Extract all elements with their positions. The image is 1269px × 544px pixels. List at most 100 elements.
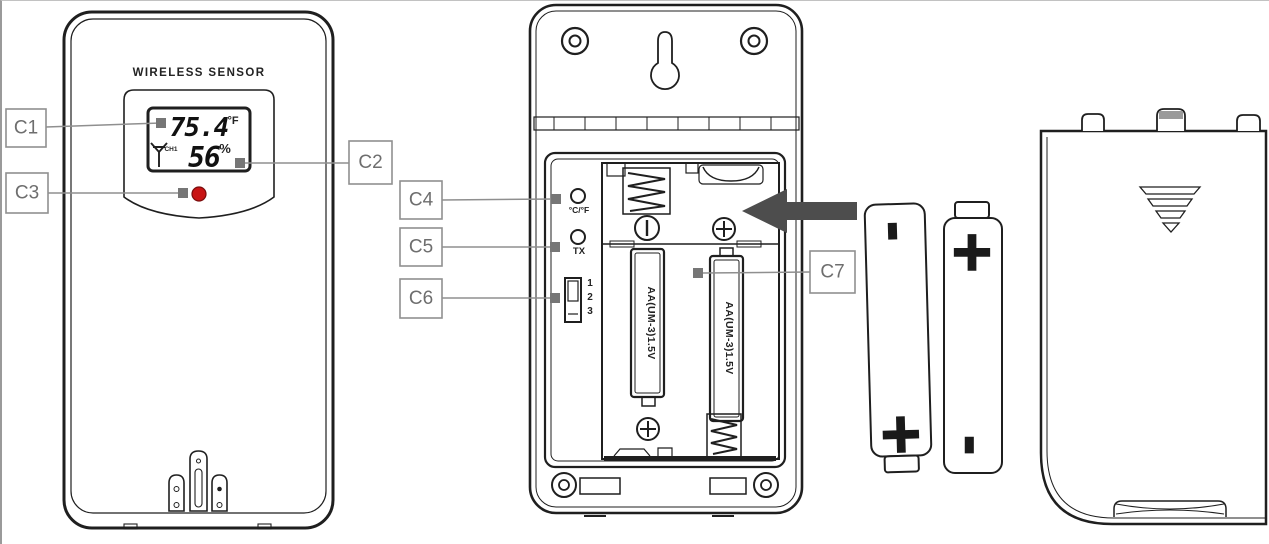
holder-step bbox=[613, 447, 673, 457]
battery2-top-polarity: + bbox=[949, 220, 994, 283]
callout-marker-c2 bbox=[235, 158, 245, 168]
callout-c2: C2 bbox=[348, 140, 393, 185]
case-screw-left-icon bbox=[551, 472, 577, 498]
prong-middle-slot bbox=[194, 468, 203, 508]
battery-cover bbox=[1039, 108, 1268, 526]
prong-middle bbox=[189, 450, 208, 512]
front-foot bbox=[257, 523, 272, 530]
ledge-band bbox=[533, 116, 800, 131]
cover-inner-edge bbox=[1046, 137, 1266, 519]
callout-marker-c1 bbox=[156, 118, 166, 128]
signal-antenna-icon bbox=[150, 142, 168, 167]
channel-label: CH1 bbox=[164, 146, 177, 153]
callout-c3: C3 bbox=[5, 172, 49, 214]
wall-mount-keyhole bbox=[650, 31, 680, 91]
back-device-outline bbox=[528, 3, 804, 515]
battery2-bottom-polarity: - bbox=[945, 435, 999, 454]
phillips-screw-icon bbox=[636, 417, 660, 441]
battery1-top-polarity: - bbox=[868, 221, 923, 242]
prong-right bbox=[211, 474, 228, 512]
callout-c1-label: C1 bbox=[14, 118, 38, 139]
cover-tab-shade bbox=[1159, 111, 1183, 119]
mount-screw-left-icon bbox=[560, 26, 590, 56]
callout-c5: C5 bbox=[399, 227, 443, 267]
battery-slot-right: AA(UM-3)1.5V bbox=[708, 247, 745, 423]
callout-c7: C7 bbox=[809, 250, 856, 294]
battery-recess bbox=[543, 151, 787, 469]
cover-outline bbox=[1039, 129, 1268, 526]
battery-slot-right-label: AA(UM-3)1.5V bbox=[723, 301, 735, 374]
cover-slide-arrow-icon bbox=[1138, 186, 1202, 233]
channel-switch-pos2: 2 bbox=[587, 292, 593, 303]
insert-arrow-icon bbox=[742, 189, 857, 233]
callout-line-c7 bbox=[702, 271, 811, 274]
display-bezel bbox=[123, 89, 275, 219]
holder-tab bbox=[736, 240, 762, 248]
cover-tab bbox=[1236, 114, 1261, 131]
slot-screw-icon bbox=[634, 215, 660, 241]
bottom-notch bbox=[709, 477, 747, 495]
case-screw-right-icon bbox=[753, 472, 779, 498]
battery-spring-top bbox=[622, 167, 671, 215]
humidity-unit: % bbox=[219, 141, 231, 156]
callout-c7-label: C7 bbox=[820, 262, 844, 283]
aa-battery-2: + - bbox=[943, 201, 1003, 474]
callout-c6-label: C6 bbox=[409, 288, 433, 309]
battery-slot-left-label: AA(UM-3)1.5V bbox=[645, 286, 657, 359]
temperature-reading: 75.4 bbox=[170, 113, 229, 143]
channel-switch-pos3: 3 bbox=[587, 306, 593, 317]
humidity-reading: 56 bbox=[188, 141, 220, 174]
prong-hole bbox=[217, 486, 222, 492]
wireless-sensor-title: WIRELESS SENSOR bbox=[133, 67, 266, 79]
callout-line-c4 bbox=[441, 198, 556, 201]
callout-c3-label: C3 bbox=[15, 183, 39, 204]
callout-marker-c4 bbox=[551, 194, 561, 204]
battery-terminal-nub bbox=[883, 454, 920, 474]
prong-left bbox=[168, 474, 185, 512]
callouts: C1 C2 C3 C4 C5 C6 C7 bbox=[5, 108, 856, 319]
cover-tab bbox=[1081, 113, 1105, 131]
tx-button bbox=[570, 229, 586, 245]
holder-bottom-band bbox=[604, 456, 776, 461]
battery-slot-nub bbox=[641, 396, 656, 407]
callout-marker-c5 bbox=[550, 242, 560, 252]
channel-switch-pos1: 1 bbox=[587, 278, 593, 289]
callout-line-c1 bbox=[45, 122, 162, 128]
aa-battery-1: - + bbox=[863, 202, 933, 474]
front-device-inner-outline bbox=[70, 18, 327, 514]
front-sensor-device: WIRELESS SENSOR 75.4 °F CH1 56 % bbox=[62, 10, 335, 530]
front-foot bbox=[123, 523, 138, 530]
mounting-prongs bbox=[168, 450, 228, 512]
prong-hole bbox=[173, 486, 180, 492]
holder-clip bbox=[606, 162, 626, 177]
callout-c5-label: C5 bbox=[409, 237, 433, 258]
battery-slot-left: AA(UM-3)1.5V bbox=[629, 247, 666, 407]
battery1-bottom-polarity: + bbox=[877, 401, 924, 465]
bottom-notch bbox=[579, 477, 621, 495]
callout-c6: C6 bbox=[399, 278, 443, 319]
tx-button-label: TX bbox=[573, 246, 586, 257]
cf-button bbox=[570, 188, 586, 204]
callout-c4: C4 bbox=[399, 180, 443, 220]
holder-tab bbox=[609, 240, 635, 248]
battery-terminal-nub bbox=[954, 201, 990, 219]
prong-hole bbox=[196, 458, 201, 464]
callout-c4-label: C4 bbox=[409, 190, 434, 211]
cf-button-label: °C/°F bbox=[569, 205, 590, 215]
led-indicator bbox=[191, 186, 207, 202]
front-device-outline bbox=[62, 10, 335, 530]
cover-grip bbox=[1113, 500, 1227, 517]
back-sensor-device: °C/°F TX 1 2 3 bbox=[528, 3, 804, 517]
back-device-inner-outline bbox=[535, 10, 797, 508]
channel-switch-knob bbox=[567, 280, 579, 302]
battery-body bbox=[943, 217, 1003, 474]
prong-hole bbox=[216, 502, 223, 508]
callout-marker-c3 bbox=[178, 188, 188, 198]
callout-c1: C1 bbox=[5, 108, 47, 148]
callout-marker-c7 bbox=[693, 268, 703, 278]
ledge-ticks bbox=[553, 117, 772, 130]
holder-clip bbox=[685, 162, 699, 174]
channel-switch bbox=[564, 277, 582, 323]
